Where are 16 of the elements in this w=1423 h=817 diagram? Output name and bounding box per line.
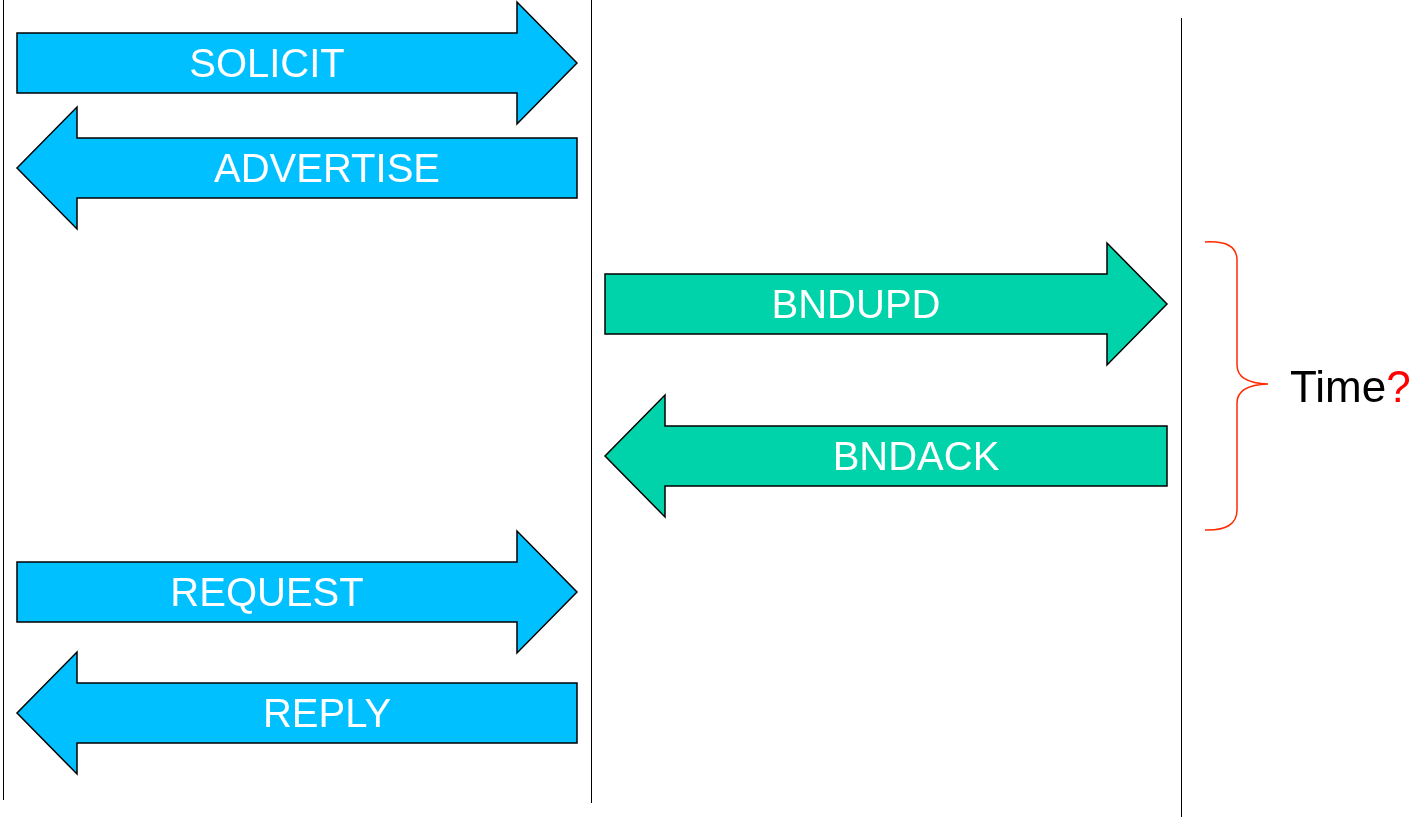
block-arrow <box>15 650 578 776</box>
block-arrow <box>604 241 1169 367</box>
edge-label: SOLICIT <box>189 41 345 85</box>
block-arrow <box>16 0 579 126</box>
edge-label: ADVERTISE <box>214 146 440 190</box>
lifeline <box>1181 18 1182 817</box>
lifeline <box>3 0 4 800</box>
edge-label: REPLY <box>262 691 392 735</box>
block-arrow <box>15 105 578 231</box>
time-label: Time? <box>1290 362 1411 412</box>
block-arrow <box>16 529 579 655</box>
edge-label: REQUEST <box>170 570 364 614</box>
block-arrow <box>603 393 1168 519</box>
edge-label: BNDACK <box>832 434 1000 478</box>
lifeline <box>591 0 592 803</box>
edge-label: BNDUPD <box>771 282 941 326</box>
